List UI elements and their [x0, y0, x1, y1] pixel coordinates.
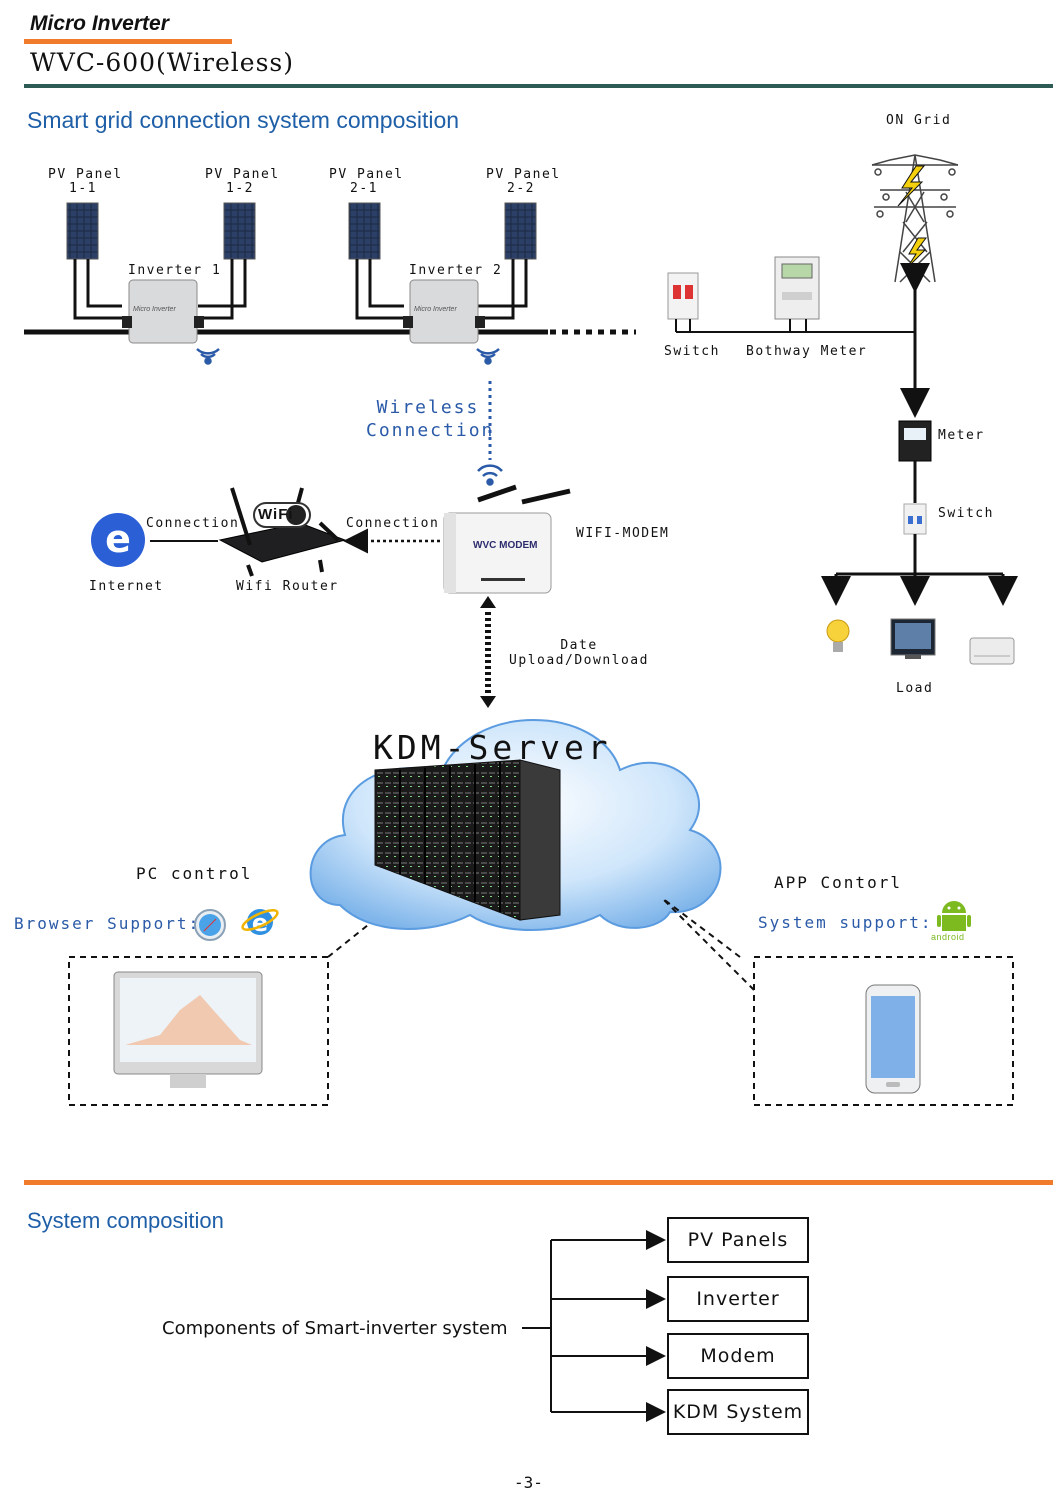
app-control-title: APP Contorl	[774, 873, 902, 892]
component-kdm-system: KDM System	[667, 1389, 809, 1435]
section-title-composition: System composition	[27, 1208, 224, 1233]
pv-panel-2-1	[348, 202, 381, 260]
switch-label: Switch	[664, 344, 720, 359]
inverter-device-text: Micro Inverter	[414, 306, 457, 313]
wifi-logo-text: WiFi	[258, 506, 294, 523]
on-grid-label: ON Grid	[886, 113, 952, 128]
pv-panel-1-1	[66, 202, 99, 260]
connection-label-left: Connection	[146, 516, 240, 531]
component-pv-panels: PV Panels	[667, 1217, 809, 1263]
meter-label: Meter	[938, 428, 985, 443]
switch-breaker	[667, 272, 699, 332]
app-control-box	[661, 897, 1014, 1106]
safari-icon	[194, 909, 226, 941]
load-label: Load	[896, 681, 934, 696]
page-number: -3-	[514, 1473, 543, 1492]
inverter-1-label: Inverter 1	[128, 263, 222, 278]
inverter-2-label: Inverter 2	[409, 263, 503, 278]
wireless-icon	[477, 464, 503, 486]
modem-logo: WVC MODEM	[473, 540, 538, 551]
lightning-icon	[906, 237, 927, 269]
wifi-logo	[253, 502, 311, 528]
inverter-2	[403, 279, 485, 344]
data-arrow-up	[480, 596, 496, 608]
server-title: KDM-Server	[373, 728, 612, 767]
inverter-device-text: Micro Inverter	[133, 306, 176, 313]
browser-support-label: Browser Support:	[14, 914, 201, 933]
inverter-1	[122, 279, 204, 344]
wifi-modem	[443, 484, 571, 594]
component-modem: Modem	[667, 1333, 809, 1379]
header-rule	[24, 84, 1053, 88]
pc-control-title: PC control	[136, 864, 253, 883]
panel-wiring	[73, 259, 528, 320]
internet-explorer-icon: e	[91, 513, 145, 567]
meter-device	[898, 420, 932, 462]
android-icon	[937, 901, 971, 931]
pc-control-box	[68, 924, 369, 1106]
lightning-icon	[897, 165, 926, 207]
air-conditioner-icon	[969, 637, 1015, 665]
wifi-modem-label: WIFI-MODEM	[576, 526, 670, 541]
load-distribution	[821, 534, 1018, 606]
server-rack	[374, 759, 561, 921]
brand-underline	[24, 39, 232, 44]
bothway-meter-label: Bothway Meter	[746, 344, 868, 359]
light-bulb-icon	[826, 619, 850, 652]
load-switch-label: Switch	[938, 506, 994, 521]
wireless-icon	[196, 348, 220, 365]
pv-panel-2-2	[504, 202, 537, 260]
pv-panel-1-2	[223, 202, 256, 260]
components-root-label: Components of Smart-inverter system	[162, 1318, 508, 1339]
internet-label: Internet	[89, 579, 164, 594]
section-rule	[24, 1180, 1053, 1185]
smartphone	[865, 984, 921, 1094]
wireless-icon	[476, 348, 500, 365]
component-inverter: Inverter	[667, 1276, 809, 1322]
section-title-grid: Smart grid connection system composition	[27, 107, 460, 133]
brand-title: Micro Inverter	[30, 12, 169, 35]
internet-explorer-icon: e	[241, 909, 279, 937]
desktop-monitor	[113, 971, 263, 1088]
model-title: WVC-600(Wireless)	[30, 48, 294, 77]
bothway-meter	[774, 256, 820, 332]
wifi-router-label: Wifi Router	[236, 579, 339, 594]
wifi-router	[218, 487, 347, 577]
television-icon	[890, 618, 936, 659]
android-label: android	[931, 932, 965, 942]
load-switch-device	[903, 503, 927, 535]
data-arrow-down	[480, 696, 496, 708]
svg-text:e: e	[105, 517, 131, 561]
system-support-label: System support:	[758, 913, 933, 932]
connection-label-right: Connection	[346, 516, 440, 531]
composition-tree	[522, 1230, 666, 1422]
